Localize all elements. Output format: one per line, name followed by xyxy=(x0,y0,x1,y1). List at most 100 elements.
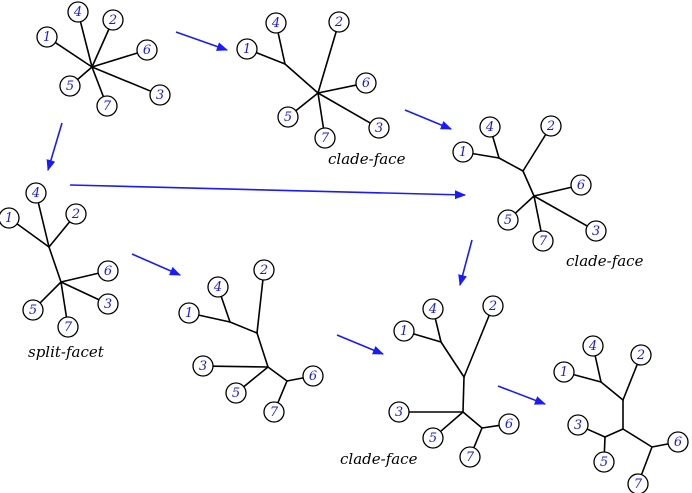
leaf-label: 6 xyxy=(577,178,585,193)
leaf-circle xyxy=(65,203,87,225)
caption-clade-face-2: clade-face xyxy=(566,252,644,270)
leaf-label: 4 xyxy=(428,302,437,317)
leaf-node-5: 5 xyxy=(497,209,519,231)
leaf-circle xyxy=(553,361,575,383)
leaf-circle xyxy=(97,260,119,282)
arrow-line xyxy=(175,31,229,51)
tree-edge xyxy=(462,376,465,413)
tree-edge xyxy=(197,314,231,323)
leaf-label: 3 xyxy=(199,359,207,374)
tree-edge xyxy=(91,66,152,92)
leaf-node-4: 4 xyxy=(265,12,287,34)
leaf-label: 5 xyxy=(429,431,437,446)
leaf-circle xyxy=(582,335,604,357)
leaf-circle xyxy=(498,413,520,435)
tree-edge xyxy=(522,170,535,197)
leaf-circle xyxy=(482,295,504,317)
leaf-circle xyxy=(627,473,649,493)
tree-edge xyxy=(317,30,337,94)
leaf-node-6: 6 xyxy=(97,260,119,282)
leaf-circle xyxy=(149,84,171,106)
tree-edge xyxy=(522,133,547,172)
leaf-label: 2 xyxy=(71,207,80,222)
leaf-label: 6 xyxy=(104,264,112,279)
tree-edge xyxy=(440,341,465,378)
leaf-node-5: 5 xyxy=(59,75,81,97)
leaf-label: 1 xyxy=(185,306,193,321)
leaf-circle xyxy=(207,276,229,298)
leaf-node-1: 1 xyxy=(36,26,58,48)
leaf-circle xyxy=(102,9,124,31)
leaf-node-1: 1 xyxy=(178,302,200,324)
leaf-node-6: 6 xyxy=(498,413,520,435)
tree-edge xyxy=(48,246,62,283)
leaf-circle xyxy=(459,446,481,468)
leaf-node-4: 4 xyxy=(25,182,47,204)
leaf-circle xyxy=(667,431,689,453)
tree-edge xyxy=(220,295,231,323)
leaf-circle xyxy=(314,127,336,149)
leaf-label: 4 xyxy=(271,16,280,31)
leaf-node-2: 2 xyxy=(65,203,87,225)
transition-arrow xyxy=(46,122,63,172)
leaf-circle xyxy=(57,316,79,338)
leaf-circle xyxy=(593,451,615,473)
leaf-circle xyxy=(630,344,652,366)
leaf-label: 7 xyxy=(64,320,73,335)
tree-edge xyxy=(434,317,442,343)
leaf-circle xyxy=(136,39,158,61)
tree-edge xyxy=(295,92,319,112)
leaf-circle xyxy=(25,182,47,204)
leaf-circle xyxy=(67,1,89,23)
arrow-line xyxy=(131,253,182,276)
leaf-circle xyxy=(368,117,390,139)
arrow-line xyxy=(336,334,385,355)
leaf-circle xyxy=(178,302,200,324)
leaf-label: 6 xyxy=(309,369,317,384)
leaf-label: 3 xyxy=(375,121,383,136)
tree-edge xyxy=(242,366,269,388)
leaf-label: 5 xyxy=(284,110,292,125)
transition-arrow xyxy=(69,184,467,200)
leaf-node-1: 1 xyxy=(0,207,20,229)
leaf-label: 1 xyxy=(243,42,251,57)
leaf-circle xyxy=(422,298,444,320)
leaf-label: 6 xyxy=(674,435,682,450)
leaf-label: 2 xyxy=(546,119,555,134)
leaf-label: 3 xyxy=(574,418,582,433)
leaf-label: 1 xyxy=(43,30,51,45)
leaf-label: 5 xyxy=(29,303,37,318)
arrow-line xyxy=(404,109,453,130)
leaf-label: 4 xyxy=(588,339,597,354)
leaf-label: 5 xyxy=(66,79,74,94)
leaf-node-4: 4 xyxy=(207,276,229,298)
tree-edge xyxy=(37,201,50,248)
leaf-node-7: 7 xyxy=(532,230,554,252)
tree-edge xyxy=(60,272,100,283)
tree-edge xyxy=(284,63,319,94)
leaf-circle xyxy=(265,12,287,34)
leaf-node-7: 7 xyxy=(263,401,285,423)
leaf-circle xyxy=(253,259,275,281)
leaf-label: 4 xyxy=(73,5,82,20)
leaf-node-1: 1 xyxy=(553,361,575,383)
tree-edge xyxy=(267,366,288,382)
transition-arrow xyxy=(404,109,453,130)
leaf-node-1: 1 xyxy=(452,141,474,163)
leaf-label: 5 xyxy=(232,386,240,401)
leaf-node-5: 5 xyxy=(277,106,299,128)
leaf-label: 2 xyxy=(259,263,268,278)
leaf-label: 4 xyxy=(485,120,494,135)
captions-layer: clade-face clade-face split-facet clade-… xyxy=(28,150,644,468)
leaf-circle xyxy=(328,11,350,33)
transition-arrow xyxy=(458,239,473,287)
tree-edge xyxy=(473,427,483,449)
leaf-node-2: 2 xyxy=(540,115,562,137)
leaf-label: 2 xyxy=(488,299,497,314)
tree-edge xyxy=(256,332,269,368)
leaf-label: 1 xyxy=(560,365,568,380)
leaf-node-6: 6 xyxy=(667,431,689,453)
leaf-node-3: 3 xyxy=(368,117,390,139)
leaf-label: 7 xyxy=(539,234,548,249)
